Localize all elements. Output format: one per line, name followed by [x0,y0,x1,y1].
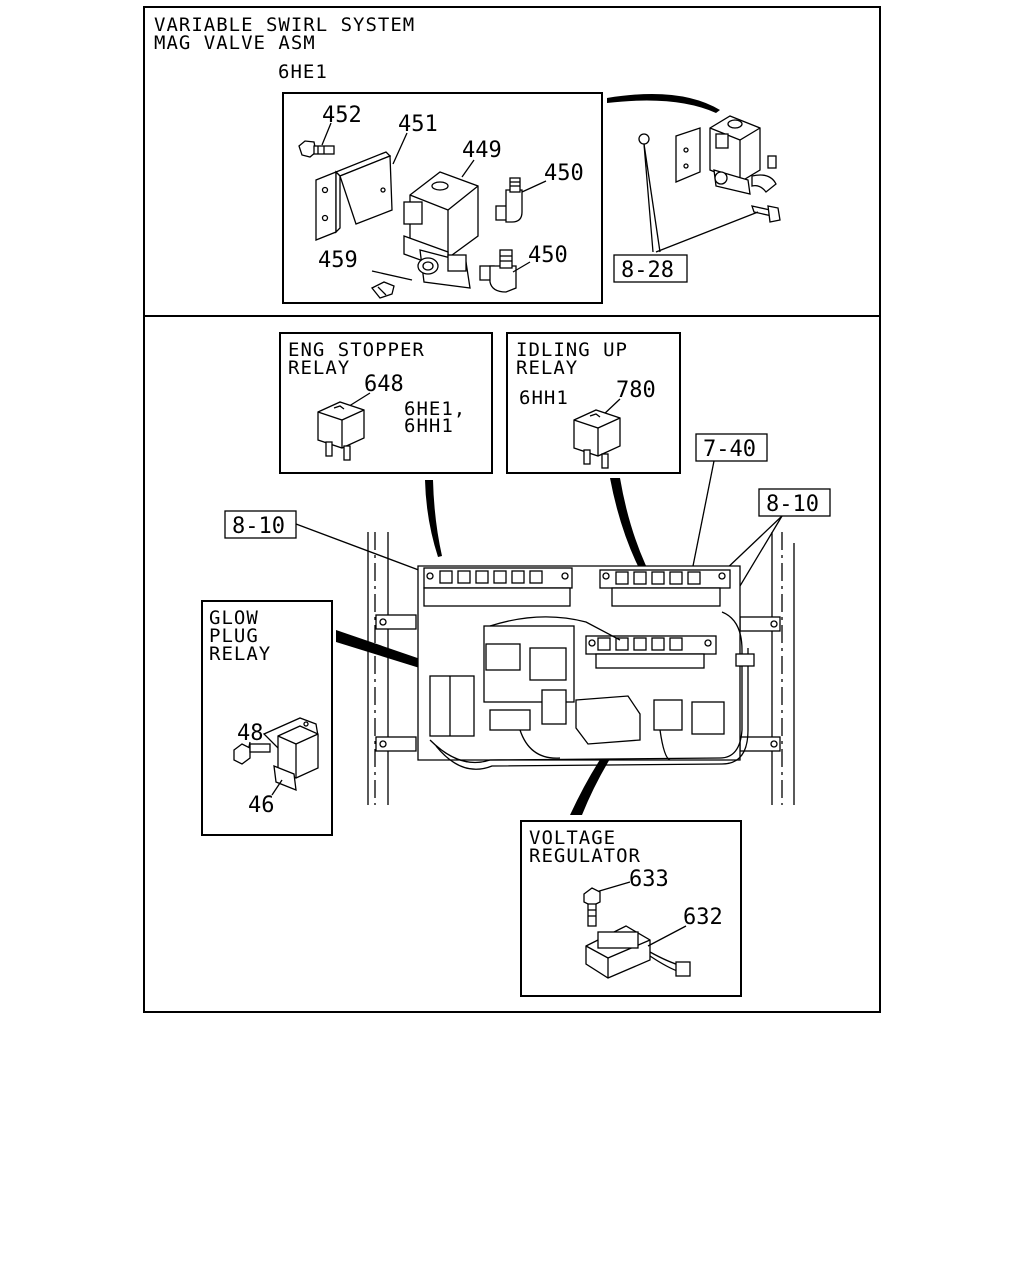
eng-stopper-box [279,332,493,474]
bracket-451-drawing [315,151,393,241]
ref-7-40-label: 7-40 [703,437,756,462]
part-450-lower-label: 450 [528,243,568,268]
ref-8-28-box [613,254,688,283]
plug-459-drawing [370,281,395,299]
ref-8-10-right-label: 8-10 [766,492,819,517]
voltage-regulator-box [520,820,742,997]
part-452-label: 452 [322,103,362,128]
idling-up-relay-drawing [573,409,621,469]
voltage-regulator-drawing [583,887,691,979]
mag-valve-inset [282,92,603,304]
part-459-label: 459 [318,248,358,273]
fitting-450-upper-drawing [495,177,523,223]
ref-8-28-label: 8-28 [621,258,674,283]
glow-plug-title3: RELAY [209,643,271,665]
voltage-regulator-title1: VOLTAGE [529,827,616,849]
fitting-450-lower-drawing [479,249,517,293]
outer-frame [143,6,881,1013]
top-title-line1: VARIABLE SWIRL SYSTEM [154,14,415,36]
part-450-upper-label: 450 [544,161,584,186]
callout-arc-top [607,94,720,113]
ref-7-40-box [695,433,768,462]
part-632-label: 632 [683,905,723,930]
mounted-valve-drawing [638,115,781,223]
idling-up-engine: 6HH1 [519,387,569,409]
idling-up-title1: IDLING UP [516,339,628,361]
glow-plug-title1: GLOW [209,607,259,629]
bolt-452-drawing [298,140,335,158]
eng-stopper-title2: RELAY [288,357,350,379]
part-451-label: 451 [398,112,438,137]
part-449-label: 449 [462,138,502,163]
top-engine-code: 6HE1 [278,61,328,83]
callout-swoosh-eng-stopper [425,480,442,557]
ref-8-10-right-box [758,488,831,517]
part-648-label: 648 [364,372,404,397]
glow-plug-box [201,600,333,836]
idling-up-title2: RELAY [516,357,578,379]
eng-stopper-title1: ENG STOPPER [288,339,425,361]
top-title-line2: MAG VALVE ASM [154,32,316,54]
eng-stopper-relay-drawing [317,401,365,461]
part-46-label: 46 [248,793,275,818]
voltage-regulator-title2: REGULATOR [529,845,641,867]
chassis-rails [367,532,795,805]
eng-stopper-engine2: 6HH1 [404,415,454,437]
mag-valve-449-drawing [403,171,479,289]
idling-up-box [506,332,681,474]
callout-swoosh-idling-up [610,478,688,635]
eng-stopper-engine1: 6HE1, [404,398,466,420]
part-48-label: 48 [237,721,264,746]
relay-panel-drawing [417,565,755,770]
glow-plug-title2: PLUG [209,625,259,647]
part-633-label: 633 [629,867,669,892]
glow-plug-relay-drawing [233,717,319,792]
part-780-label: 780 [616,378,656,403]
ref-8-10-left-label: 8-10 [232,514,285,539]
